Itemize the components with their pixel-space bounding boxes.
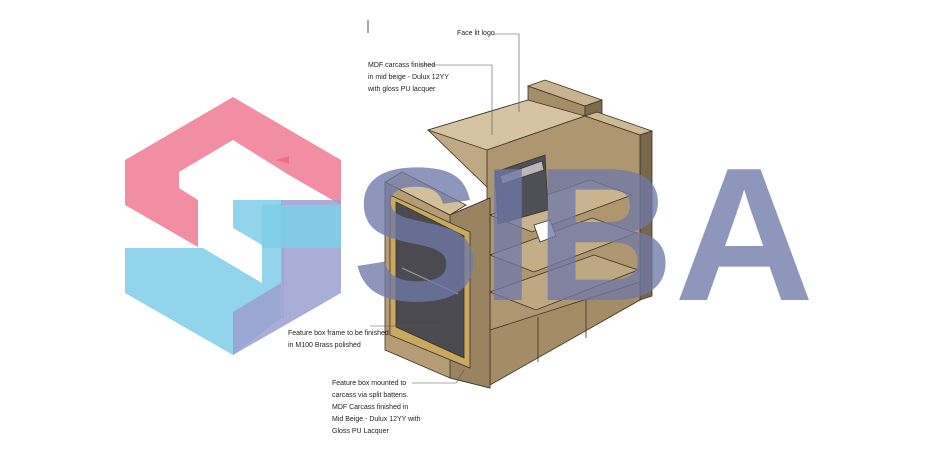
- label-line: in mid beige - Dulux 12YY: [368, 74, 449, 81]
- siba-watermark-text: SIBA: [352, 129, 814, 341]
- shelf-middle: [488, 217, 638, 273]
- label-line: with gloss PU lacquer: [368, 86, 436, 93]
- label-line: MDF Carcass finished in: [332, 404, 409, 411]
- glass-panel: [395, 201, 465, 359]
- label-line: Gloss PU Lacquer: [332, 428, 389, 435]
- label-feature-frame: Feature box frame to be finished in M100…: [288, 328, 389, 352]
- label-line: Feature box frame to be finished: [288, 330, 389, 337]
- label-line: MDF carcass finished: [368, 62, 436, 69]
- label-face-lit-logo-line: Face lit logo: [457, 30, 495, 37]
- siba-logo-mark: [125, 97, 341, 355]
- logo-pink-segment: [125, 97, 341, 247]
- label-line: in M100 Brass polished: [288, 342, 361, 349]
- label-line: Mid Beige - Dulux 12YY with: [332, 416, 421, 423]
- shelf-top: [488, 179, 634, 233]
- cabinet-drawing: [384, 79, 654, 389]
- label-line: Feature box mounted to: [332, 380, 407, 387]
- label-face-lit-logo: Face lit logo: [457, 28, 495, 40]
- shelf-lower: [488, 254, 640, 311]
- label-feature-mount: Feature box mounted to carcass via split…: [332, 378, 421, 438]
- label-mdf-carcass: MDF carcass finished in mid beige - Dulu…: [368, 60, 449, 96]
- label-line: carcass via split battens.: [332, 392, 409, 399]
